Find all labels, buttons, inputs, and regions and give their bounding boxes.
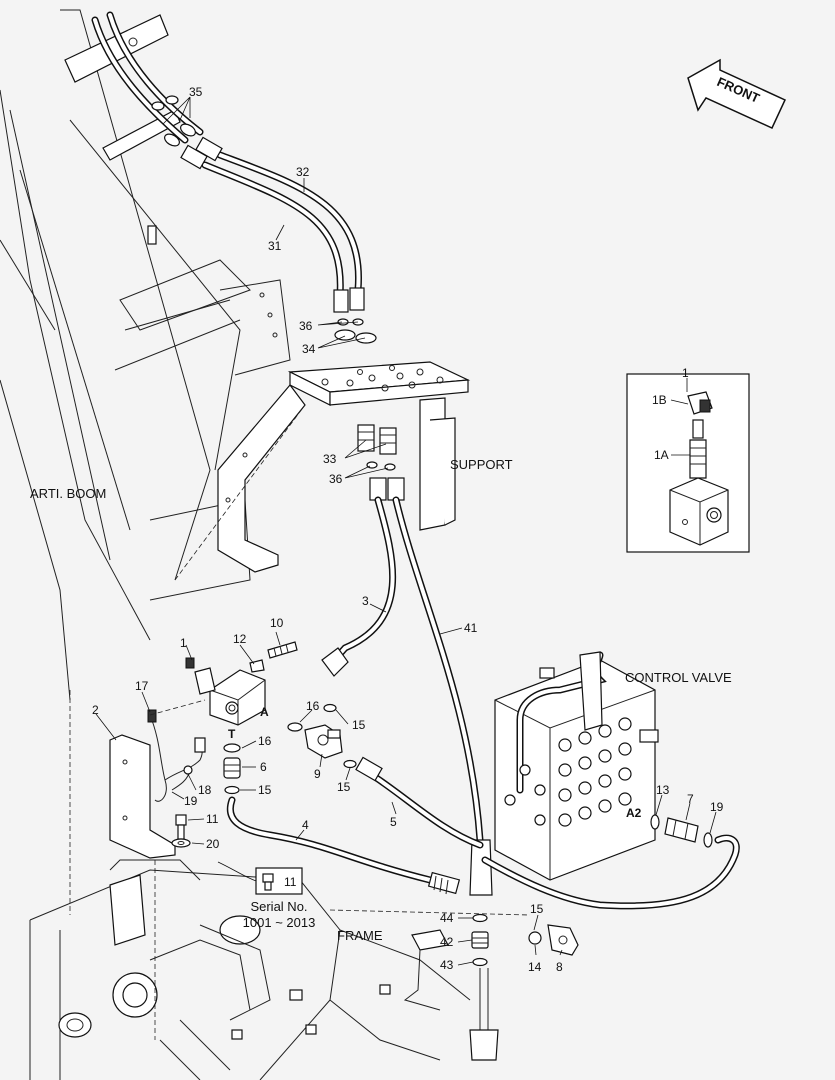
callout-43: 43 xyxy=(440,958,454,972)
callout-44: 44 xyxy=(440,911,454,925)
elbow-fitting-9 xyxy=(304,724,343,759)
callout-18: 18 xyxy=(198,783,212,797)
callout-20: 20 xyxy=(206,837,220,851)
callout-3: 3 xyxy=(362,594,369,608)
callout-6: 6 xyxy=(260,760,267,774)
support-bracket xyxy=(174,361,471,581)
front-direction-arrow: FRONT xyxy=(687,58,786,129)
callout-16-a: 16 xyxy=(306,699,320,713)
callout-11: 11 xyxy=(206,812,219,826)
inset-label-1b: 1B xyxy=(652,393,667,407)
callout-34: 34 xyxy=(302,342,316,356)
callout-9: 9 xyxy=(314,767,321,781)
serial-note: 11 Serial No. 1001 ~ 2013 xyxy=(243,867,316,930)
callout-1: 1 xyxy=(180,636,187,650)
callout-13: 13 xyxy=(656,783,670,797)
detail-inset-assembly-1: 1 1B 1A xyxy=(626,366,750,553)
hose-4 xyxy=(226,796,461,895)
label-arti-boom: ARTI. BOOM xyxy=(30,486,106,501)
callout-5: 5 xyxy=(390,815,397,829)
callout-19-a: 19 xyxy=(184,794,198,808)
callout-10: 10 xyxy=(270,616,284,630)
fittings-42-43-44 xyxy=(469,913,499,1061)
hose-to-control-valve xyxy=(481,834,740,910)
callout-36-mid: 36 xyxy=(329,472,343,486)
callout-12: 12 xyxy=(233,632,247,646)
callout-2: 2 xyxy=(92,703,99,717)
arti-boom-structure xyxy=(0,9,291,701)
callout-7: 7 xyxy=(687,792,694,806)
label-support: SUPPORT xyxy=(450,457,513,472)
port-label-a2: A2 xyxy=(626,806,642,820)
callout-32: 32 xyxy=(296,165,310,179)
callout-4: 4 xyxy=(302,818,309,832)
callout-31: 31 xyxy=(268,239,282,253)
callout-33: 33 xyxy=(323,452,337,466)
callout-36-top: 36 xyxy=(299,319,313,333)
callout-15-a: 15 xyxy=(352,718,366,732)
callout-42: 42 xyxy=(440,935,454,949)
port-label-a: A xyxy=(260,705,269,719)
hose-31-32 xyxy=(91,11,377,344)
serial-note-range: 1001 ~ 2013 xyxy=(243,915,316,930)
callout-17: 17 xyxy=(135,679,149,693)
hose-3-41 xyxy=(321,496,493,896)
leader-lines xyxy=(95,96,717,966)
port-label-t: T xyxy=(228,727,236,741)
control-valve-spools xyxy=(504,717,632,827)
serial-note-arrow xyxy=(217,861,261,883)
hose-5 xyxy=(355,756,484,849)
serial-note-title: Serial No. xyxy=(250,899,307,914)
fittings-7-13-19 xyxy=(650,814,713,848)
callout-14: 14 xyxy=(528,960,542,974)
fittings-8-14-15 xyxy=(528,924,579,956)
serial-note-part-number: 11 xyxy=(284,875,297,889)
callout-41: 41 xyxy=(464,621,478,635)
control-valve-block xyxy=(494,651,659,881)
callout-8: 8 xyxy=(556,960,563,974)
callout-35: 35 xyxy=(189,85,203,99)
fittings-33-36 xyxy=(357,424,405,501)
label-control-valve: CONTROL VALVE xyxy=(625,670,732,685)
solenoid-valve-assembly xyxy=(185,641,298,726)
callout-numbers: 35 32 31 36 34 33 36 3 41 10 12 1 17 2 1… xyxy=(92,85,724,974)
inset-label-1a: 1A xyxy=(654,448,669,462)
fittings-6-15-16 xyxy=(223,703,357,795)
callout-19-b: 19 xyxy=(710,800,724,814)
callout-15-b: 15 xyxy=(258,783,272,797)
frame-structure xyxy=(29,690,531,1080)
callout-15-d: 15 xyxy=(530,902,544,916)
inset-label-1: 1 xyxy=(682,366,689,380)
callout-15-c: 15 xyxy=(337,780,351,794)
bolt-11-washer-20 xyxy=(171,814,191,848)
callout-16-b: 16 xyxy=(258,734,272,748)
label-frame: FRAME xyxy=(337,928,383,943)
